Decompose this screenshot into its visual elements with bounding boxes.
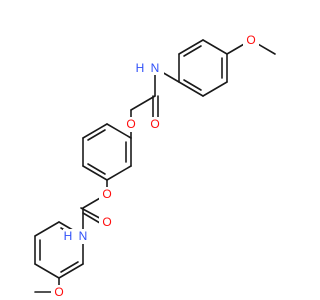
amide-hydrogen-top: H [136,61,145,75]
chemical-structure: O N H O O O O N H O [34,33,276,300]
atom-labels: O N H O O O O N H O [51,33,259,300]
methoxy-oxygen-top: O [246,33,255,47]
amide-nitrogen-bottom: N [79,229,88,243]
amide-hydrogen-bottom: H [64,229,73,243]
central-benzene-ring [82,123,132,181]
carbonyl-oxygen-top: O [150,117,159,131]
top-methoxyphenyl-ring [178,39,228,97]
top-amide-group [130,67,180,125]
ether-oxygen-bottom: O [102,187,111,201]
methoxy-oxygen-bottom: O [54,285,63,299]
amide-nitrogen-top: N [151,61,160,75]
carbonyl-oxygen-bottom: O [102,215,111,229]
ether-oxygen-top: O [126,117,135,131]
